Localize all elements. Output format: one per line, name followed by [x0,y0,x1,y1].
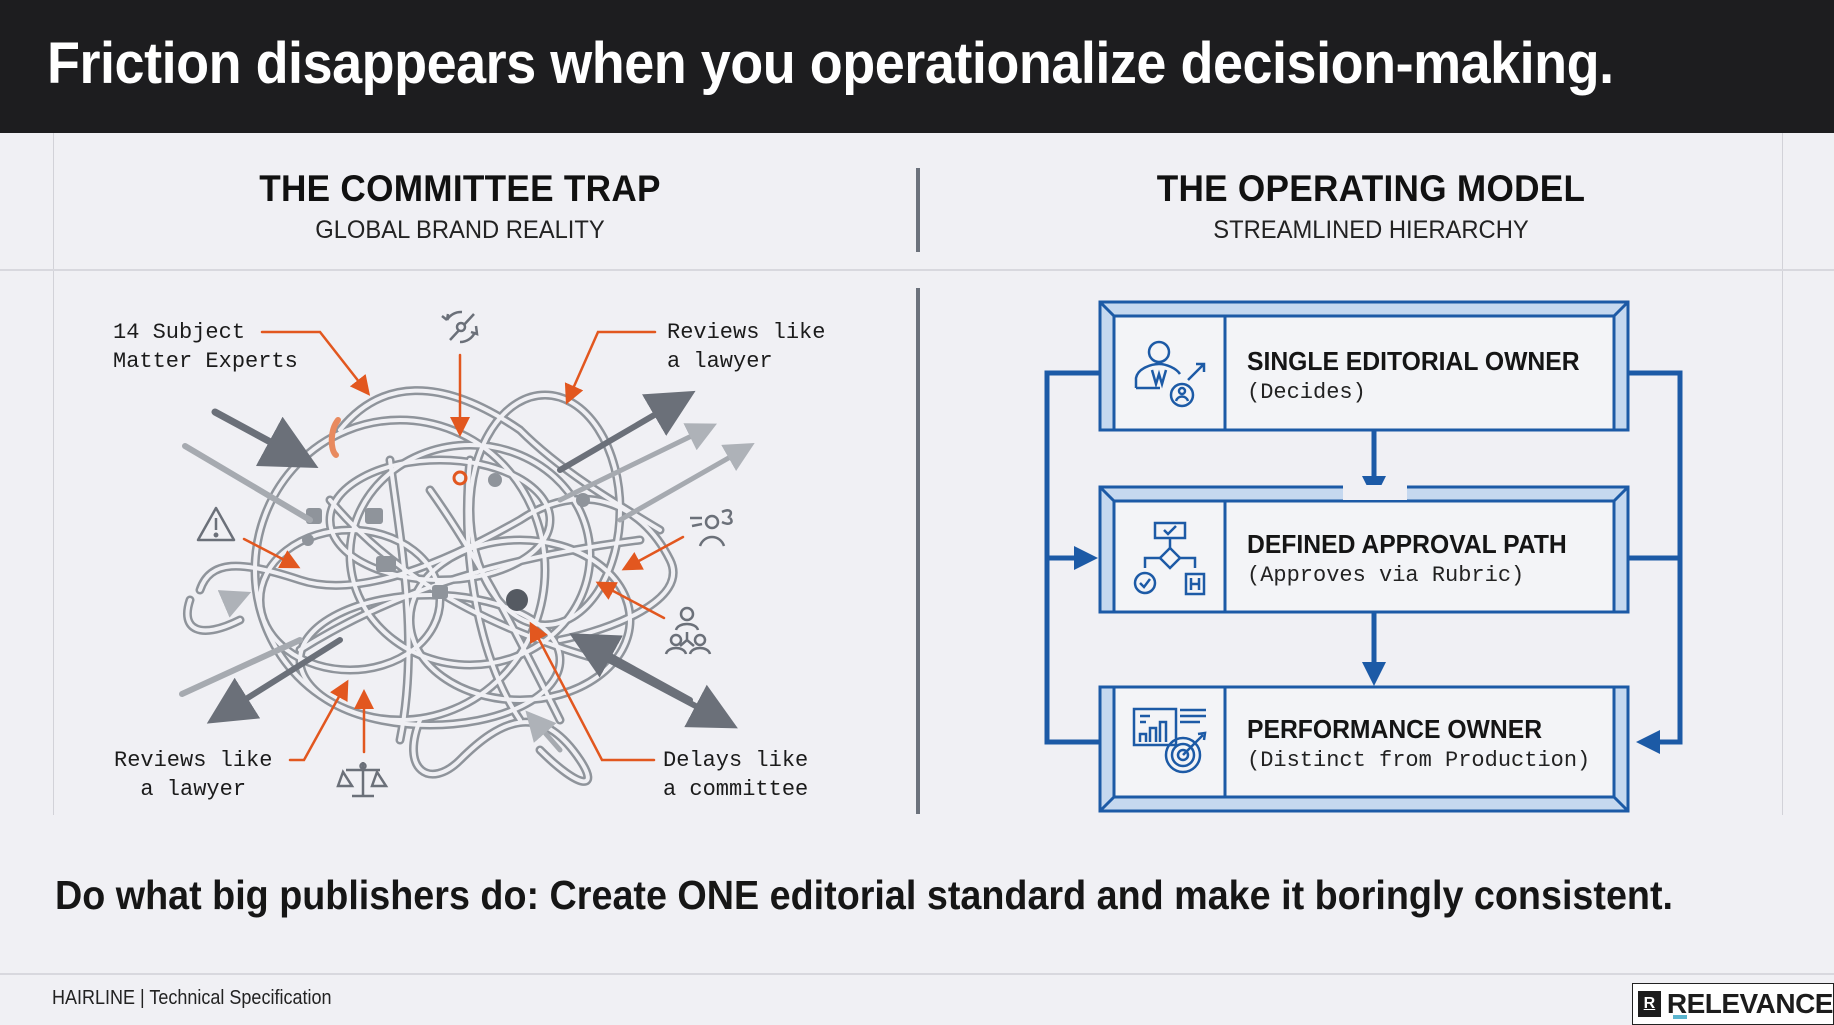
footer-label: HAIRLINE | Technical Specification [52,987,332,1009]
annotation-subject-matter-experts: 14 Subject Matter Experts [113,320,298,374]
confused-person-icon [690,509,733,547]
left-column-subtitle: GLOBAL BRAND REALITY [315,216,605,244]
right-frame-line [1782,133,1783,815]
footer-divider [0,973,1834,975]
annotation-delays-committee: Delays like a committee [663,748,809,802]
operating-model-connectors [1044,370,1683,754]
takeaway-statement: Do what big publishers do: Create ONE ed… [55,872,1674,918]
relevance-logo: R RELEVANCE [1632,983,1834,1025]
step-subtitle: (Approves via Rubric) [1247,563,1525,588]
page-title: Friction disappears when you operational… [47,31,1614,96]
logo-wordmark: RELEVANCE [1666,988,1834,1019]
right-column-title: THE OPERATING MODEL [1156,168,1586,209]
scales-icon [336,762,389,798]
logo-accent [1673,1015,1687,1019]
left-column-title: THE COMMITTEE TRAP [259,168,661,209]
performance-target-icon [1132,707,1207,774]
annotation-reviews-lawyer-top: Reviews like a lawyer [667,320,826,374]
logo-mark: R [1638,991,1661,1017]
column-divider-main [916,288,920,814]
left-column-heading: THE COMMITTEE TRAP GLOBAL BRAND REALITY [110,168,810,245]
column-divider-top [916,168,920,252]
header-divider [0,269,1834,271]
committee-tangle-diagram [179,310,755,798]
warning-icon [196,506,236,542]
left-frame-line [53,133,54,815]
sync-conflict-icon [441,310,479,344]
step-title: DEFINED APPROVAL PATH [1247,529,1567,559]
annotation-reviews-lawyer-bottom: Reviews like a lawyer [114,748,273,802]
right-column-heading: THE OPERATING MODEL STREAMLINED HIERARCH… [1021,168,1721,245]
group-icon [664,606,712,655]
approval-flow-icon [1133,521,1206,596]
step-boxes-frame [1098,300,1630,813]
step-subtitle: (Decides) [1247,380,1366,405]
step-subtitle: (Distinct from Production) [1247,748,1591,773]
step-title: PERFORMANCE OWNER [1247,714,1543,744]
header-bar: Friction disappears when you operational… [0,0,1834,133]
owner-person-icon [1134,340,1206,408]
step-title: SINGLE EDITORIAL OWNER [1247,346,1580,376]
right-column-subtitle: STREAMLINED HIERARCHY [1213,216,1529,244]
